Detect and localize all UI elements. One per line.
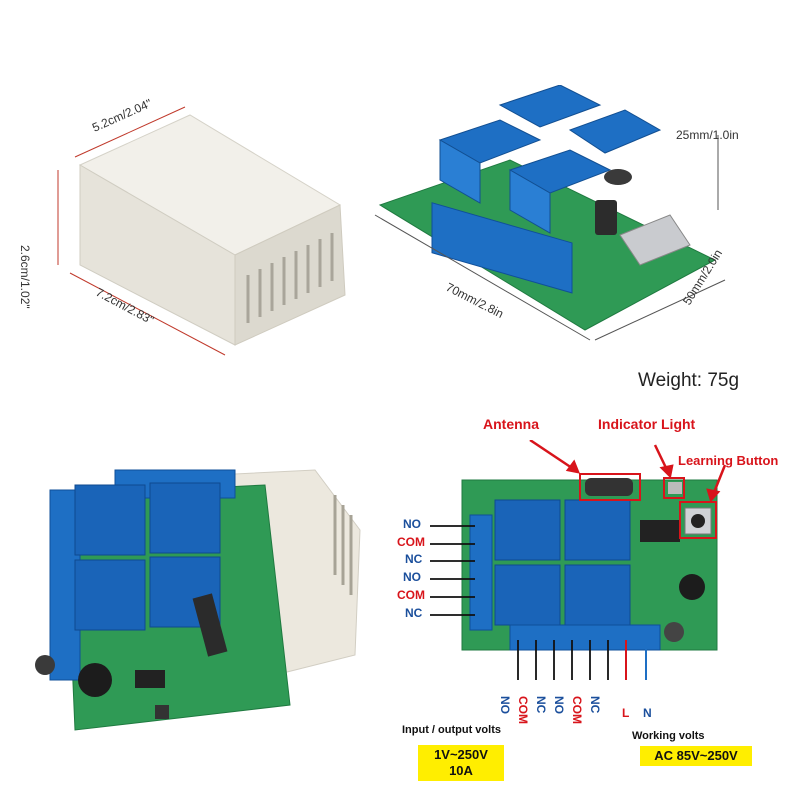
left-terminal-label: NO — [403, 517, 421, 531]
bottom-terminal-label: NO — [498, 696, 512, 714]
weight-label: Weight: 75g — [638, 370, 740, 391]
bottom-terminal-label: COM — [516, 696, 530, 724]
bottom-terminal-label: NC — [534, 696, 548, 714]
box-height-label: 2.6cm/1.02" — [18, 245, 32, 309]
bottom-terminal-label: L — [622, 706, 630, 720]
bottom-terminal-label: COM — [570, 696, 584, 724]
io-volts-range: 1V~250V — [434, 747, 488, 762]
antenna-callout: Antenna — [483, 416, 539, 432]
io-volts-title: Input / output volts — [402, 724, 501, 736]
left-terminal-label: NO — [403, 570, 421, 584]
left-terminal-label: COM — [397, 588, 425, 602]
bottom-terminal-label: N — [643, 706, 652, 720]
enclosure-illustration — [57, 106, 346, 356]
working-volts-title: Working volts — [632, 730, 705, 742]
learning-callout: Learning Button — [678, 453, 779, 468]
wiring-diagram — [430, 440, 727, 680]
board-height-label: 25mm/1.0in — [676, 128, 739, 142]
product-photo — [35, 469, 361, 731]
left-terminal-label: NC — [405, 606, 423, 620]
bottom-terminal-label: NO — [552, 696, 566, 714]
left-terminal-label: COM — [397, 535, 425, 549]
io-volts-box: 1V~250V 10A — [418, 745, 504, 781]
working-volts-box: AC 85V~250V — [640, 746, 752, 766]
io-volts-current: 10A — [449, 763, 473, 778]
indicator-callout: Indicator Light — [598, 416, 696, 432]
bottom-terminal-label: NC — [588, 696, 602, 714]
board-3d-illustration — [374, 85, 726, 341]
left-terminal-label: NC — [405, 552, 423, 566]
